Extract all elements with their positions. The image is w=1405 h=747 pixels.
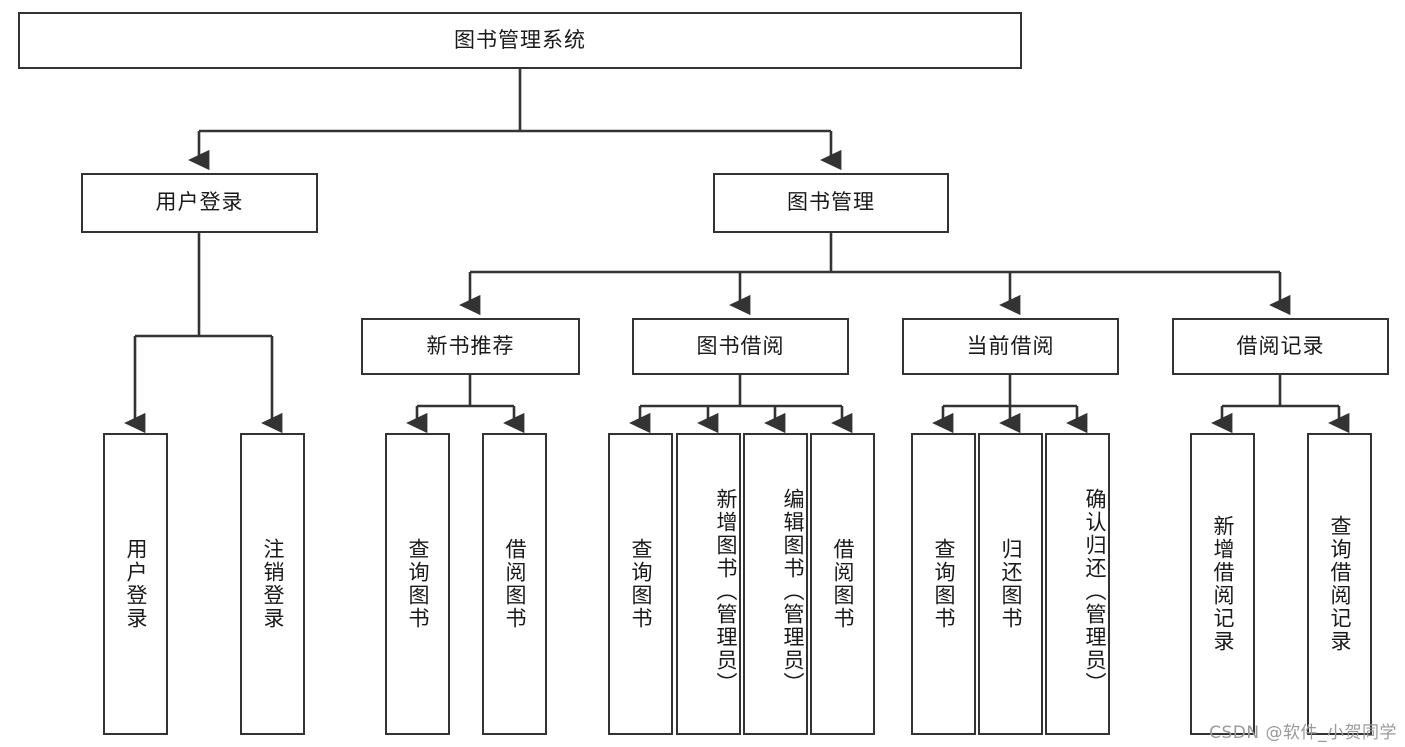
- node-current-borrow-label: 当前借阅: [966, 333, 1055, 358]
- leaf-add-book[interactable]: 新增图书（管理员）: [676, 433, 741, 735]
- leaf-edit-book-label: 编辑图书（管理员）: [781, 487, 805, 695]
- leaf-borrow-book-2[interactable]: 借阅图书: [810, 433, 875, 735]
- node-new-book-rec[interactable]: 新书推荐: [361, 318, 580, 375]
- node-new-book-rec-label: 新书推荐: [426, 333, 515, 358]
- node-root[interactable]: 图书管理系统: [18, 12, 1022, 69]
- leaf-confirm-return-label: 确认归还（管理员）: [1083, 487, 1107, 695]
- node-book-manage[interactable]: 图书管理: [713, 173, 949, 233]
- leaf-borrow-book-1-label: 借阅图书: [502, 538, 527, 630]
- leaf-user-logout[interactable]: 注销登录: [240, 433, 305, 735]
- leaf-borrow-book-1[interactable]: 借阅图书: [482, 433, 547, 735]
- node-root-label: 图书管理系统: [454, 27, 586, 52]
- leaf-query-record-label: 查询借阅记录: [1327, 515, 1352, 653]
- leaf-query-record[interactable]: 查询借阅记录: [1307, 433, 1372, 735]
- node-user-login[interactable]: 用户登录: [81, 173, 318, 233]
- node-borrow-record-label: 借阅记录: [1236, 333, 1325, 358]
- node-book-borrow-label: 图书借阅: [696, 333, 785, 358]
- leaf-return-book-label: 归还图书: [998, 538, 1023, 630]
- leaf-borrow-book-2-label: 借阅图书: [830, 538, 855, 630]
- leaf-user-logout-label: 注销登录: [260, 538, 285, 630]
- node-user-login-label: 用户登录: [155, 190, 244, 215]
- node-book-borrow[interactable]: 图书借阅: [632, 318, 849, 375]
- node-book-manage-label: 图书管理: [787, 190, 875, 215]
- leaf-edit-book[interactable]: 编辑图书（管理员）: [743, 433, 808, 735]
- leaf-add-record-label: 新增借阅记录: [1210, 515, 1235, 653]
- node-current-borrow[interactable]: 当前借阅: [902, 318, 1119, 375]
- node-borrow-record[interactable]: 借阅记录: [1172, 318, 1389, 375]
- leaf-confirm-return[interactable]: 确认归还（管理员）: [1045, 433, 1110, 735]
- leaf-query-book-2-label: 查询图书: [628, 538, 653, 630]
- leaf-user-login-label: 用户登录: [123, 538, 148, 630]
- leaf-user-login[interactable]: 用户登录: [103, 433, 168, 735]
- leaf-query-book-2[interactable]: 查询图书: [608, 433, 673, 735]
- leaf-query-book-1[interactable]: 查询图书: [385, 433, 450, 735]
- leaf-add-record[interactable]: 新增借阅记录: [1190, 433, 1255, 735]
- csdn-watermark: CSDN @软件_小贺同学: [1209, 723, 1397, 743]
- leaf-query-book-3-label: 查询图书: [931, 538, 956, 630]
- leaf-return-book[interactable]: 归还图书: [978, 433, 1043, 735]
- leaf-query-book-3[interactable]: 查询图书: [911, 433, 976, 735]
- leaf-add-book-label: 新增图书（管理员）: [714, 487, 738, 695]
- leaf-query-book-1-label: 查询图书: [405, 538, 430, 630]
